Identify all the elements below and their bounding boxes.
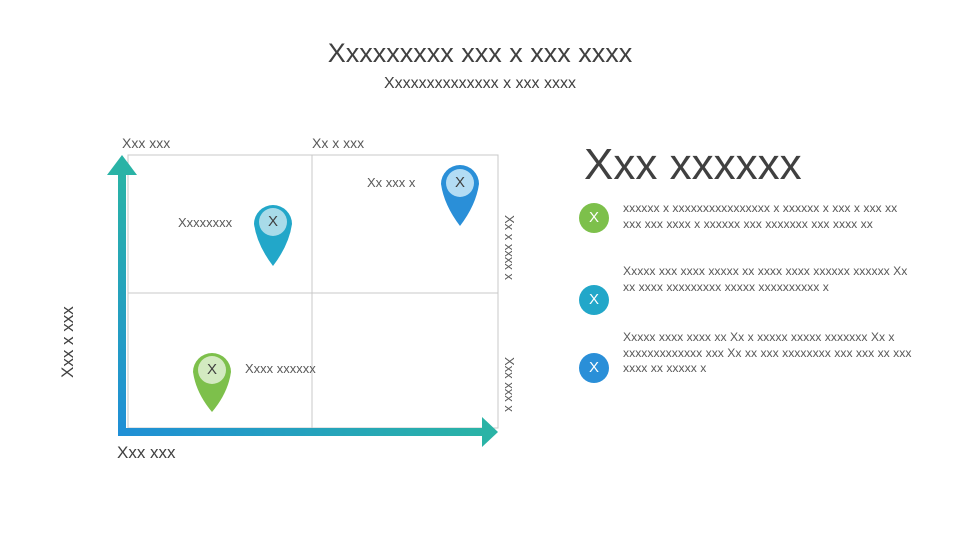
right-upper-label: Xx x xxxx x: [502, 215, 517, 281]
pin-letter-blue: X: [454, 174, 465, 191]
pin-label-green: Xxxx xxxxxx: [245, 361, 316, 376]
y-axis-arrowhead: [107, 155, 137, 175]
item-badge-green: X: [579, 203, 609, 233]
top-left-label: Xxx xxx: [122, 135, 171, 151]
x-axis-label: Xxx xxx: [117, 443, 176, 462]
map-pin-blue: [441, 165, 479, 226]
item-badge-teal: X: [579, 285, 609, 315]
y-axis-arrow: [118, 172, 126, 434]
page-subtitle: Xxxxxxxxxxxxxx x xxx xxxx: [383, 75, 576, 92]
y-axis-label: Xxx x xxx: [58, 306, 77, 378]
map-pin-green: [193, 353, 231, 412]
item-description-2: Xxxxx xxx xxxx xxxxx xx xxxx xxxx xxxxxx…: [623, 264, 908, 294]
page-title: Xxxxxxxxx xxx x xxx xxxx: [327, 38, 633, 68]
map-pin-teal: [254, 205, 292, 266]
panel-heading: Xxx xxxxxx: [584, 140, 802, 189]
x-axis-arrow: [118, 428, 485, 436]
right-lower-label: Xxx xxx x: [502, 357, 517, 412]
pin-letter-green: X: [206, 361, 217, 378]
pin-letter-teal: X: [267, 213, 278, 230]
pin-label-teal: Xxxxxxxx: [178, 215, 233, 230]
x-axis-arrowhead: [482, 417, 498, 447]
matrix-frame: [127, 154, 499, 429]
pin-label-blue: Xx xxx x: [367, 175, 416, 190]
top-center-label: Xx x xxx: [312, 135, 365, 151]
item-description-3: Xxxxx xxxx xxxx xx Xx x xxxxx xxxxx xxxx…: [623, 330, 912, 375]
item-description-1: xxxxxx x xxxxxxxxxxxxxxxx x xxxxxx x xxx…: [623, 201, 898, 231]
item-badge-blue: X: [579, 353, 609, 383]
